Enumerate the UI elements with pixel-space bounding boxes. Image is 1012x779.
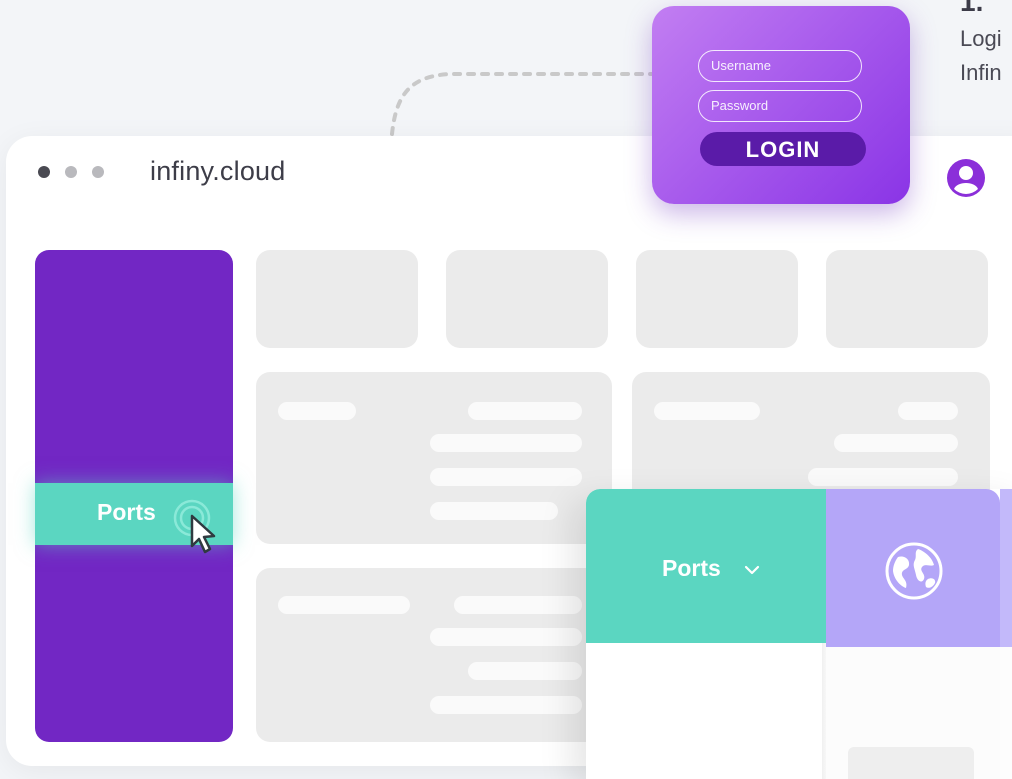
login-button[interactable]: LOGIN [700, 132, 866, 166]
password-field[interactable]: Password [698, 90, 862, 122]
placeholder-line [430, 502, 558, 520]
placeholder-line [430, 434, 582, 452]
stat-card [446, 250, 608, 348]
login-card: Username Password LOGIN [652, 6, 910, 204]
sidebar-item-label: Ports [97, 499, 156, 525]
window-dot-minimize[interactable] [65, 166, 77, 178]
network-tab[interactable] [826, 489, 1000, 647]
placeholder-line [430, 468, 582, 486]
placeholder-line [278, 596, 410, 614]
placeholder-line [430, 696, 582, 714]
ports-dropdown-body [586, 643, 826, 779]
placeholder-line [834, 434, 958, 452]
placeholder-block [848, 747, 974, 779]
user-avatar-icon[interactable] [946, 158, 986, 198]
placeholder-line [654, 402, 760, 420]
username-field[interactable]: Username [698, 50, 862, 82]
step-caption-line-1: Logi [960, 26, 1002, 51]
step-caption-line-2: Infin [960, 60, 1002, 85]
window-dot-maximize[interactable] [92, 166, 104, 178]
stat-card [826, 250, 988, 348]
stat-card [636, 250, 798, 348]
next-tab-body-edge [1000, 647, 1012, 779]
address-bar-url[interactable]: infiny.cloud [150, 156, 286, 186]
content-card [256, 372, 612, 544]
ports-dropdown-panel: Ports [586, 489, 1012, 779]
window-dot-close[interactable] [38, 166, 50, 178]
placeholder-line [898, 402, 958, 420]
placeholder-line [468, 662, 582, 680]
globe-icon [885, 542, 943, 600]
placeholder-line [808, 468, 958, 486]
sidebar-item-ports[interactable]: Ports [35, 483, 233, 545]
chevron-down-icon[interactable] [744, 564, 760, 576]
stat-card [256, 250, 418, 348]
ports-dropdown-tab[interactable]: Ports [586, 489, 826, 643]
content-card [256, 568, 612, 742]
ports-dropdown-label: Ports [662, 555, 721, 581]
placeholder-line [454, 596, 582, 614]
placeholder-line [430, 628, 582, 646]
placeholder-line [278, 402, 356, 420]
cursor-click-icon [173, 499, 216, 554]
step-number: 1. [960, 0, 984, 17]
placeholder-line [468, 402, 582, 420]
